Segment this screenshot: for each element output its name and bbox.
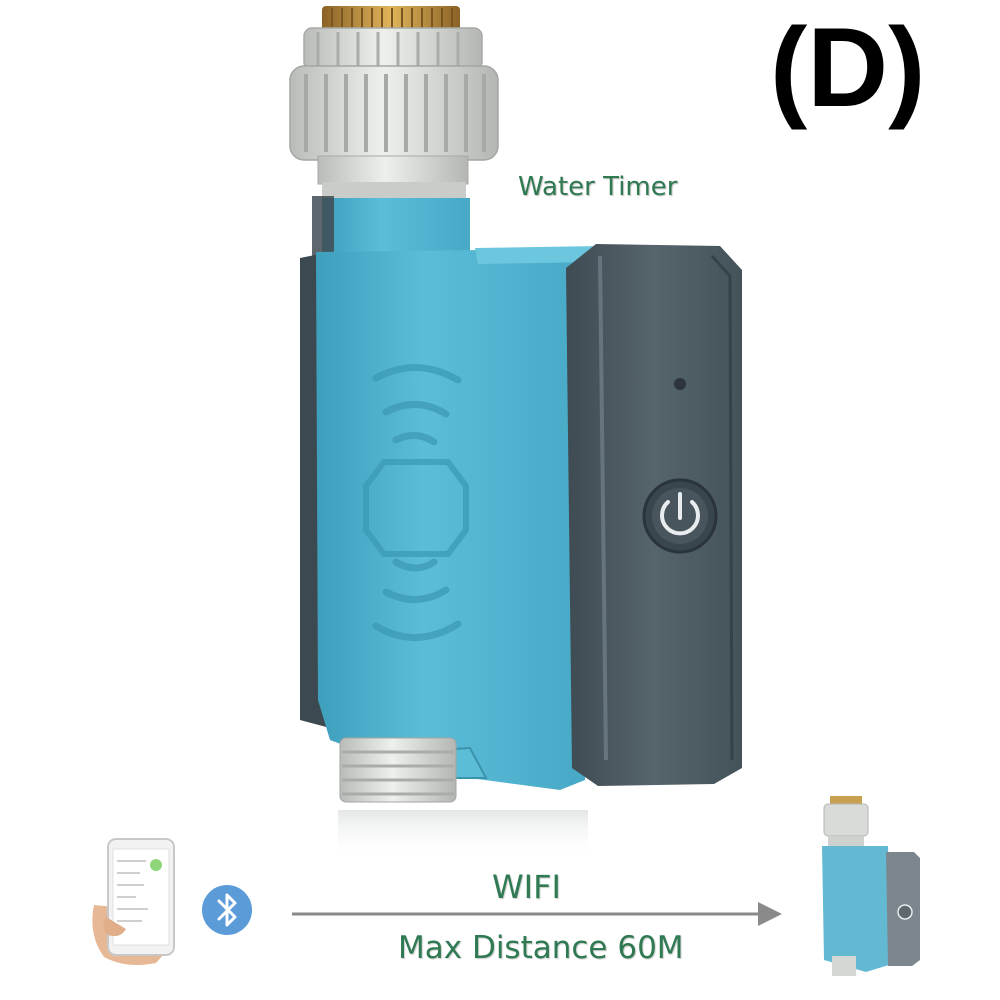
distance-label: Max Distance 60M [398, 930, 684, 966]
power-icon [660, 492, 700, 536]
panel-label: (D) [770, 5, 926, 130]
arrow-right-icon [292, 902, 782, 926]
product-label: Water Timer [518, 172, 678, 202]
timer-body [316, 246, 600, 790]
reflection [338, 810, 588, 860]
power-button[interactable] [642, 478, 718, 554]
connection-label: WIFI [492, 868, 561, 906]
signal-waves-icon [372, 364, 462, 641]
phone-in-hand [92, 838, 175, 965]
water-timer-thumbnail [822, 796, 920, 976]
bluetooth-icon [202, 885, 252, 935]
brass-nut [322, 6, 460, 32]
inlet-fitting [289, 27, 499, 206]
outlet-fitting [339, 737, 457, 803]
